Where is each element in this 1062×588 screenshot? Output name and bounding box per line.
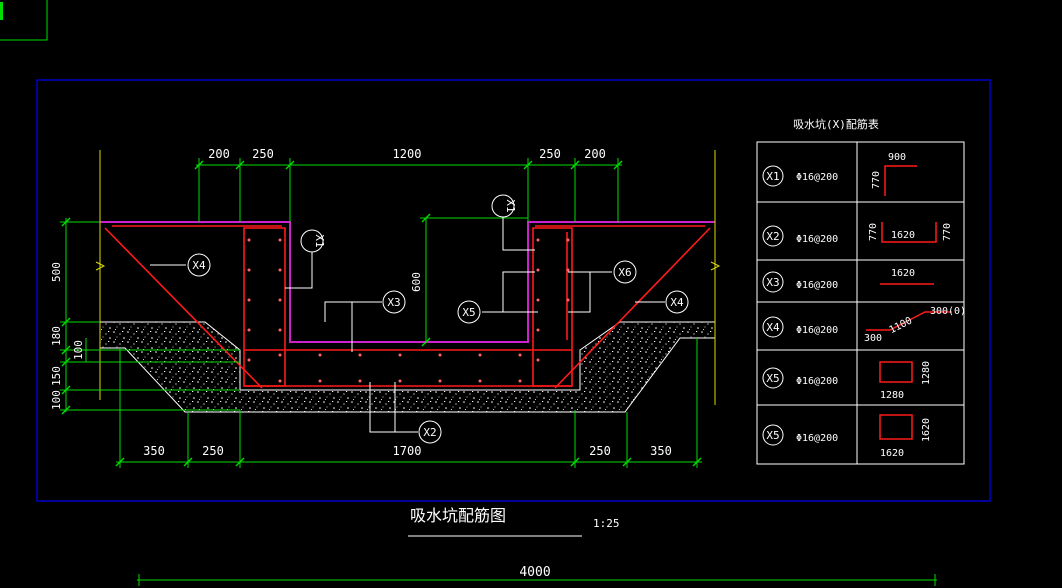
drawing-frame bbox=[36, 79, 991, 502]
callout-x5-label: X5 bbox=[462, 306, 475, 319]
schedule-row-mark: X1 bbox=[766, 170, 779, 183]
viewport-corner-mark bbox=[0, 2, 3, 20]
shape-x5b-dim-b: 1620 bbox=[921, 418, 932, 442]
dim-top-2: 250 bbox=[252, 147, 274, 161]
schedule-border bbox=[756, 141, 965, 465]
dim-bottom-2: 250 bbox=[202, 444, 224, 458]
callout-x3-label: X3 bbox=[387, 296, 400, 309]
callout-x2: X2 bbox=[418, 420, 442, 444]
callout-x4-right-label: X4 bbox=[670, 296, 684, 309]
schedule-row-mark: X3 bbox=[766, 276, 779, 289]
viewport-corner-fragment bbox=[0, 0, 48, 41]
callout-x4-left-label: X4 bbox=[192, 259, 206, 272]
dimension-texts: 200 250 1200 250 200 350 250 1700 250 35… bbox=[50, 147, 672, 580]
dim-left-500: 500 bbox=[50, 262, 63, 282]
shape-x5b-dim-a: 1620 bbox=[880, 448, 904, 459]
drawing-scale: 1:25 bbox=[593, 517, 620, 530]
callout-x4-left: X4 bbox=[187, 253, 211, 277]
rebar-left-wall-cage bbox=[243, 227, 286, 387]
dim-inner-600: 600 bbox=[410, 272, 423, 292]
break-line-left bbox=[95, 261, 106, 271]
shape-x5b bbox=[879, 414, 913, 440]
rebar-layout bbox=[104, 225, 711, 389]
dimension-lines bbox=[60, 158, 937, 586]
callout-x1-left-label: X1 bbox=[313, 234, 326, 247]
rebar-x4-right-diagonal bbox=[554, 227, 711, 389]
concrete-pit-base-slab bbox=[240, 392, 580, 410]
break-line-right bbox=[710, 261, 721, 271]
schedule-row-spec: Φ16@200 bbox=[796, 325, 838, 336]
callout-x5: X5 bbox=[457, 300, 481, 324]
rebar-x4-left-diagonal bbox=[104, 227, 263, 389]
dim-overall-4000: 4000 bbox=[519, 565, 550, 580]
callout-x6: X6 bbox=[613, 260, 637, 284]
dim-bottom-3: 1700 bbox=[393, 444, 422, 458]
schedule-row-mark: X5 bbox=[766, 429, 779, 442]
callout-x1-right-label: X1 bbox=[504, 199, 517, 212]
pit-lining bbox=[100, 221, 715, 343]
schedule-row-x5a: X5 Φ16@200 1280 1280 bbox=[762, 361, 932, 401]
dim-bottom-4: 250 bbox=[589, 444, 611, 458]
dim-left-150: 150 bbox=[50, 366, 63, 386]
dim-left-180: 180 bbox=[50, 326, 63, 346]
shape-x1-dim-b: 770 bbox=[871, 171, 882, 189]
dim-left-100a: 100 bbox=[72, 340, 85, 360]
shape-x2-dim-b: 1620 bbox=[891, 230, 915, 241]
schedule-row-mark: X4 bbox=[766, 321, 780, 334]
rebar-right-wall-cage bbox=[532, 227, 573, 387]
drawing-title: 吸水坑配筋图 bbox=[410, 506, 506, 525]
shape-x4-dim-a: 300 bbox=[864, 333, 882, 344]
schedule-row-x2: X2 Φ16@200 770 1620 770 bbox=[762, 222, 953, 247]
schedule-row-spec: Φ16@200 bbox=[796, 234, 838, 245]
shape-x4-dim-c: 300(0) bbox=[930, 306, 966, 317]
rebar-bottom-slab-x2 bbox=[244, 349, 572, 387]
callout-x2-label: X2 bbox=[423, 426, 436, 439]
rebar-schedule-table: 吸水坑(X)配筋表 X1 Φ16@200 900 770 X2 Φ16@200 … bbox=[756, 117, 966, 465]
dimension-ticks bbox=[61, 160, 702, 467]
shape-x1 bbox=[884, 165, 917, 196]
schedule-row-x1: X1 Φ16@200 900 770 bbox=[762, 152, 917, 196]
schedule-row-mark: X5 bbox=[766, 372, 779, 385]
callout-leaders bbox=[150, 215, 665, 433]
dim-bottom-1: 350 bbox=[143, 444, 165, 458]
schedule-row-spec: Φ16@200 bbox=[796, 172, 838, 183]
schedule-row-mark: X2 bbox=[766, 230, 779, 243]
shape-x1-dim-a: 900 bbox=[888, 152, 906, 163]
callout-x6-label: X6 bbox=[618, 266, 631, 279]
schedule-row-x5b: X5 Φ16@200 1620 1620 bbox=[762, 414, 932, 459]
shape-x2 bbox=[881, 222, 937, 243]
rebar-dots bbox=[247, 238, 570, 383]
shape-x2-dim-c: 770 bbox=[942, 223, 953, 241]
dim-top-5: 200 bbox=[584, 147, 606, 161]
schedule-row-spec: Φ16@200 bbox=[796, 280, 838, 291]
shape-x4 bbox=[866, 311, 952, 331]
dim-bottom-5: 350 bbox=[650, 444, 672, 458]
shape-x3-dim: 1620 bbox=[891, 268, 915, 279]
schedule-row-x3: X3 Φ16@200 1620 bbox=[762, 268, 934, 293]
shape-x2-dim-a: 770 bbox=[868, 223, 879, 241]
shape-x5a bbox=[879, 361, 913, 383]
callout-x4-right: X4 bbox=[665, 290, 689, 314]
schedule-row-x4: X4 Φ16@200 300 1100 300(0) bbox=[762, 306, 966, 344]
dim-top-3: 1200 bbox=[393, 147, 422, 161]
schedule-title: 吸水坑(X)配筋表 bbox=[793, 117, 879, 131]
callout-x1-right: X1 bbox=[491, 194, 517, 218]
schedule-row-spec: Φ16@200 bbox=[796, 376, 838, 387]
schedule-row-spec: Φ16@200 bbox=[796, 433, 838, 444]
callout-x3: X3 bbox=[382, 290, 406, 314]
shape-x5a-dim-a: 1280 bbox=[880, 390, 904, 401]
dim-left-100b: 100 bbox=[50, 390, 63, 410]
dim-top-1: 200 bbox=[208, 147, 230, 161]
dim-top-4: 250 bbox=[539, 147, 561, 161]
shape-x5a-dim-b: 1280 bbox=[921, 361, 932, 385]
callout-x1-left: X1 bbox=[300, 229, 326, 253]
shape-x4-dim-b: 1100 bbox=[888, 315, 914, 336]
